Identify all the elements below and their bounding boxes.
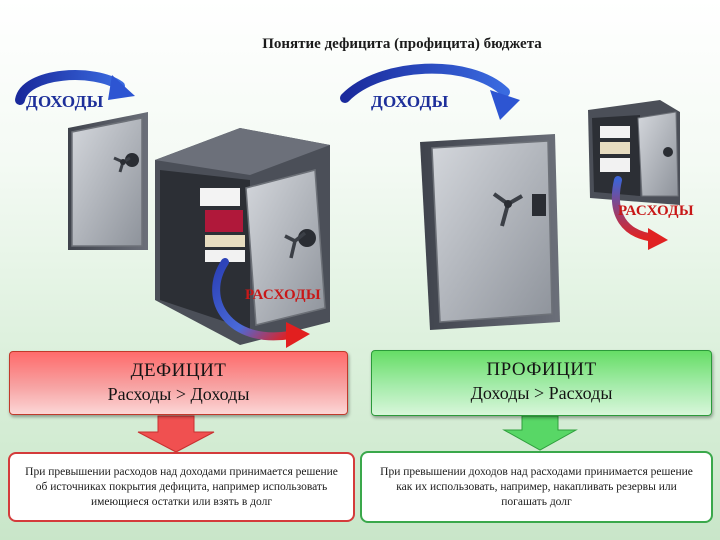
expense-label-right: РАСХОДЫ — [618, 203, 694, 219]
safe-icon-small-right — [588, 100, 680, 205]
expense-label-center: РАСХОДЫ — [245, 287, 321, 303]
safe-icon-center — [155, 128, 330, 345]
income-label-right: ДОХОДЫ — [371, 92, 449, 111]
income-label-left: ДОХОДЫ — [26, 92, 104, 111]
surplus-box: ПРОФИЦИТ Доходы > Расходы — [371, 350, 712, 416]
deficit-box: ДЕФИЦИТ Расходы > Доходы — [9, 351, 348, 415]
curved-arrow-icon-expense-right — [611, 176, 668, 250]
curved-arrow-icon-income-left — [15, 70, 135, 105]
surplus-description: При превышении доходов над расходами при… — [380, 465, 693, 508]
curved-arrow-icon-income-right — [340, 63, 520, 120]
safe-icon-right — [420, 134, 560, 330]
deficit-description: При превышении расходов над доходами при… — [25, 465, 338, 508]
surplus-relation: Доходы > Расходы — [470, 383, 613, 403]
down-arrow-icon-deficit — [137, 415, 215, 453]
safe-icon-left — [68, 112, 148, 250]
deficit-relation: Расходы > Доходы — [107, 384, 250, 404]
surplus-description-box: При превышении доходов над расходами при… — [360, 451, 713, 523]
deficit-description-box: При превышении расходов над доходами при… — [8, 452, 355, 522]
surplus-heading: ПРОФИЦИТ — [486, 359, 597, 380]
down-arrow-icon-surplus — [502, 415, 578, 451]
slide-title: Понятие дефицита (профицита) бюджета — [262, 36, 542, 52]
curved-arrow-icon-expense-center — [212, 258, 310, 348]
deficit-heading: ДЕФИЦИТ — [130, 360, 227, 381]
